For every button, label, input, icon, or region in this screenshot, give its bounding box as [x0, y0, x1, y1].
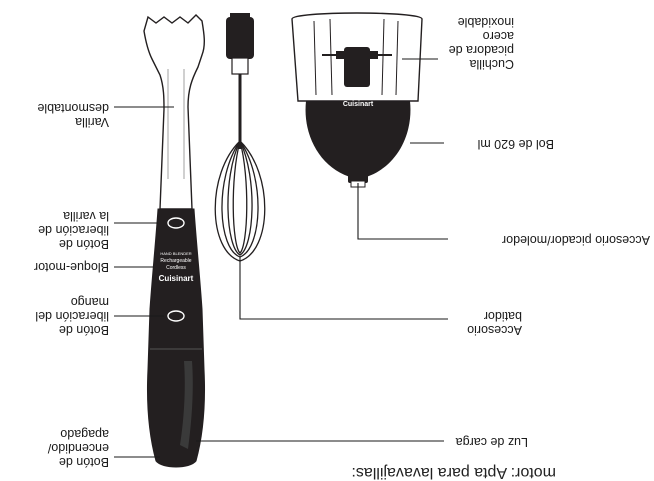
label-motor-block: Bloque-motor: [34, 260, 109, 274]
label-blade: Cuchilla picadora de acero inoxidable: [449, 15, 514, 71]
label-whisk-line-1: Accesorio: [467, 323, 522, 337]
whisk-coupler: [226, 17, 254, 59]
header-caption: motor: Apta para lavavajillas:: [351, 463, 556, 481]
label-release-handle-line-2: liberación del: [35, 309, 109, 323]
label-power: Botón de encendido/ apagado: [48, 427, 109, 469]
label-whisk-line-2: batidor: [467, 309, 522, 323]
handle-line-1: Cordless: [166, 265, 186, 271]
blender-handle: [147, 209, 204, 467]
label-bowl-line-1: Bol de 620 ml: [478, 137, 554, 151]
label-charge: Luz de carga: [456, 435, 528, 449]
bowl-base: [306, 101, 411, 179]
bowl-print: Cuisinart: [343, 101, 374, 108]
handle-brand: Cuisinart: [159, 274, 194, 283]
label-blade-line-3: acero: [449, 29, 514, 43]
label-release-handle: Botón de liberación del mango: [35, 295, 109, 337]
label-motor-block-line-1: Bloque-motor: [34, 260, 109, 274]
label-charge-line-1: Luz de carga: [456, 435, 528, 449]
label-vanilla: Varilla desmontable: [37, 101, 109, 129]
label-blade-line-2: picadora de: [449, 43, 514, 57]
label-release-handle-line-3: mango: [35, 295, 109, 309]
label-release-rod-line-1: Botón de: [38, 237, 109, 251]
label-release-rod: Botón de liberación de la varilla: [38, 209, 109, 251]
label-blade-line-4: inoxidable: [449, 15, 514, 29]
bowl-brand: Cuisinart: [343, 101, 374, 108]
handle-line-2: Rechargeable: [160, 258, 191, 264]
label-release-handle-line-1: Botón de: [35, 323, 109, 337]
label-blade-line-1: Cuchilla: [449, 57, 514, 71]
leader-chopper: [358, 183, 448, 239]
label-vanilla-line-1: Varilla: [37, 115, 109, 129]
blender-wand: [144, 15, 204, 209]
label-whisk: Accesorio batidor: [467, 309, 522, 337]
label-vanilla-line-2: desmontable: [37, 101, 109, 115]
hand-blender: [147, 209, 204, 467]
label-release-rod-line-2: liberación de: [38, 223, 109, 237]
label-chopper-line-1: Accesorio picador/moledor: [502, 233, 650, 247]
label-chopper: Accesorio picador/moledor: [502, 233, 650, 247]
leader-whisk: [240, 257, 448, 319]
label-bowl: Bol de 620 ml: [478, 137, 554, 151]
label-power-line-3: apagado: [48, 427, 109, 441]
label-release-rod-line-3: la varilla: [38, 209, 109, 223]
chopper-bowl: [292, 13, 422, 187]
label-power-line-1: Botón de: [48, 455, 109, 469]
handle-line-3: HAND BLENDER: [160, 251, 191, 256]
label-power-line-2: encendido/: [48, 441, 109, 455]
whisk-attachment: [215, 13, 265, 261]
